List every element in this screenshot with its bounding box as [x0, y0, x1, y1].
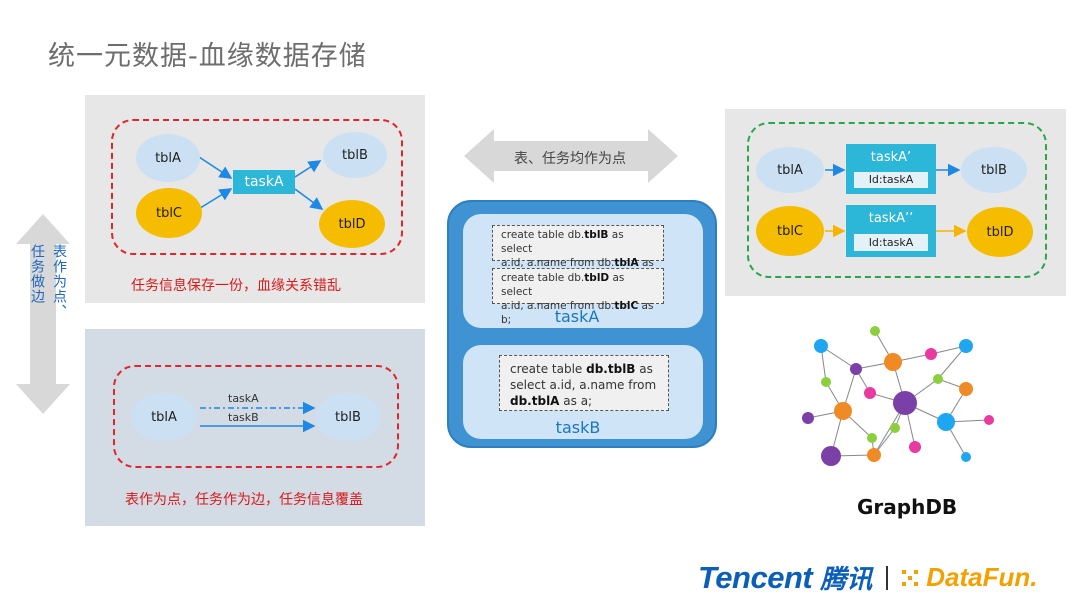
task-node-id: Id:taskA [854, 172, 928, 188]
sql-text: a.id, a.name from db. [501, 257, 615, 269]
node-tblB: tblB [315, 393, 381, 441]
edge-label-taskB: taskB [228, 411, 259, 424]
task-node-title: taskA’’ [868, 211, 914, 226]
edge-label-taskA: taskA [228, 392, 259, 405]
sql-bold: tblB [584, 229, 609, 241]
sql-bold: db.tblB [586, 362, 636, 376]
sql-text: as [635, 362, 653, 376]
panel-task-as-node-edges [825, 163, 967, 238]
node-tblB: tblB [961, 147, 1027, 193]
sql-text: create table db. [501, 272, 585, 284]
tencent-logo-cn: 腾讯 [820, 565, 873, 595]
panel-task-as-node: tblA tblC tblB tblD taskA’ Id:taskA task… [725, 109, 1066, 296]
sql-text: create table [510, 362, 587, 376]
brand-footer: Tencent 腾讯 DataFun. [698, 559, 1037, 596]
taskB-cloud-label: taskB [555, 418, 601, 437]
node-tblD: tblD [319, 200, 385, 248]
sql-bold: tblA [614, 257, 639, 269]
datafun-logo-icon [902, 569, 919, 586]
panel-single-task: tblA tblC tblB tblD taskA 任务信息保存一份，血缘关系错… [85, 95, 425, 303]
panel-task-as-edge: tblA tblB taskA taskB 表作为点，任务作为边，任务信息覆盖 [85, 329, 425, 526]
node-tblC: tblC [136, 188, 202, 238]
vertical-arrow-label-line2: 任务做边 [29, 244, 45, 304]
node-tblC: tblC [756, 206, 824, 256]
page-title: 统一元数据-血缘数据存储 [48, 41, 367, 72]
node-tblA: tblA [136, 134, 200, 182]
sql-text: as select [501, 272, 625, 298]
node-tblA: tblA [756, 147, 824, 193]
panel-task-as-edge-frame [113, 365, 399, 468]
task-node-taskA-prime: taskA’ Id:taskA [846, 144, 936, 194]
task-node-taskA: taskA [233, 170, 295, 194]
sql-text: as b; [501, 300, 654, 326]
vertical-arrow-label-line1: 表作为点、 [51, 244, 67, 319]
graphdb-label: GraphDB [857, 495, 958, 519]
panel-task-as-node-frame [747, 122, 1047, 278]
vertical-arrow-label: 表作为点、 任务做边 [28, 244, 68, 384]
sql-bold: tblC [614, 300, 639, 312]
horizontal-double-arrow [464, 129, 678, 183]
datafun-logo-text: DataFun. [926, 562, 1038, 592]
panel-task-as-edge-caption: 表作为点，任务作为边，任务信息覆盖 [125, 492, 363, 508]
sql-bold: tblD [584, 272, 610, 284]
tencent-logo-text: Tencent [698, 559, 813, 595]
horizontal-arrow-label: 表、任务均作为点 [514, 151, 626, 167]
node-tblD: tblD [967, 207, 1033, 257]
taskA-sql-1: create table db.tblB as select a.id, a.n… [492, 225, 664, 283]
task-node-taskA-double-prime: taskA’’ Id:taskA [846, 205, 936, 257]
sql-text: create table db. [501, 229, 585, 241]
sql-text: as select [501, 229, 624, 255]
node-tblB: tblB [323, 132, 387, 178]
panel-single-task-caption: 任务信息保存一份，血缘关系错乱 [131, 278, 341, 294]
sql-text: select a.id, a.name from [510, 378, 657, 392]
panel-single-task-frame [111, 119, 403, 255]
panel-task-as-edge-edges [200, 401, 316, 433]
graphdb-network-illustration [802, 326, 994, 466]
taskA-cloud-label: taskA [554, 307, 600, 326]
node-tblA: tblA [131, 393, 197, 441]
brand-separator [886, 565, 889, 590]
vertical-double-arrow [16, 214, 70, 414]
taskB-sql: create table db.tblB as select a.id, a.n… [499, 355, 669, 411]
sql-text: as a; [559, 394, 593, 408]
taskA-sql-2: create table db.tblD as select a.id, a.n… [492, 268, 664, 326]
sql-bold: db.tblA [510, 394, 560, 408]
task-node-id: Id:taskA [854, 234, 928, 251]
sql-text: a.id, a.name from db. [501, 300, 615, 312]
task-node-title: taskA’ [870, 150, 912, 165]
panel-single-task-edges [196, 156, 324, 211]
